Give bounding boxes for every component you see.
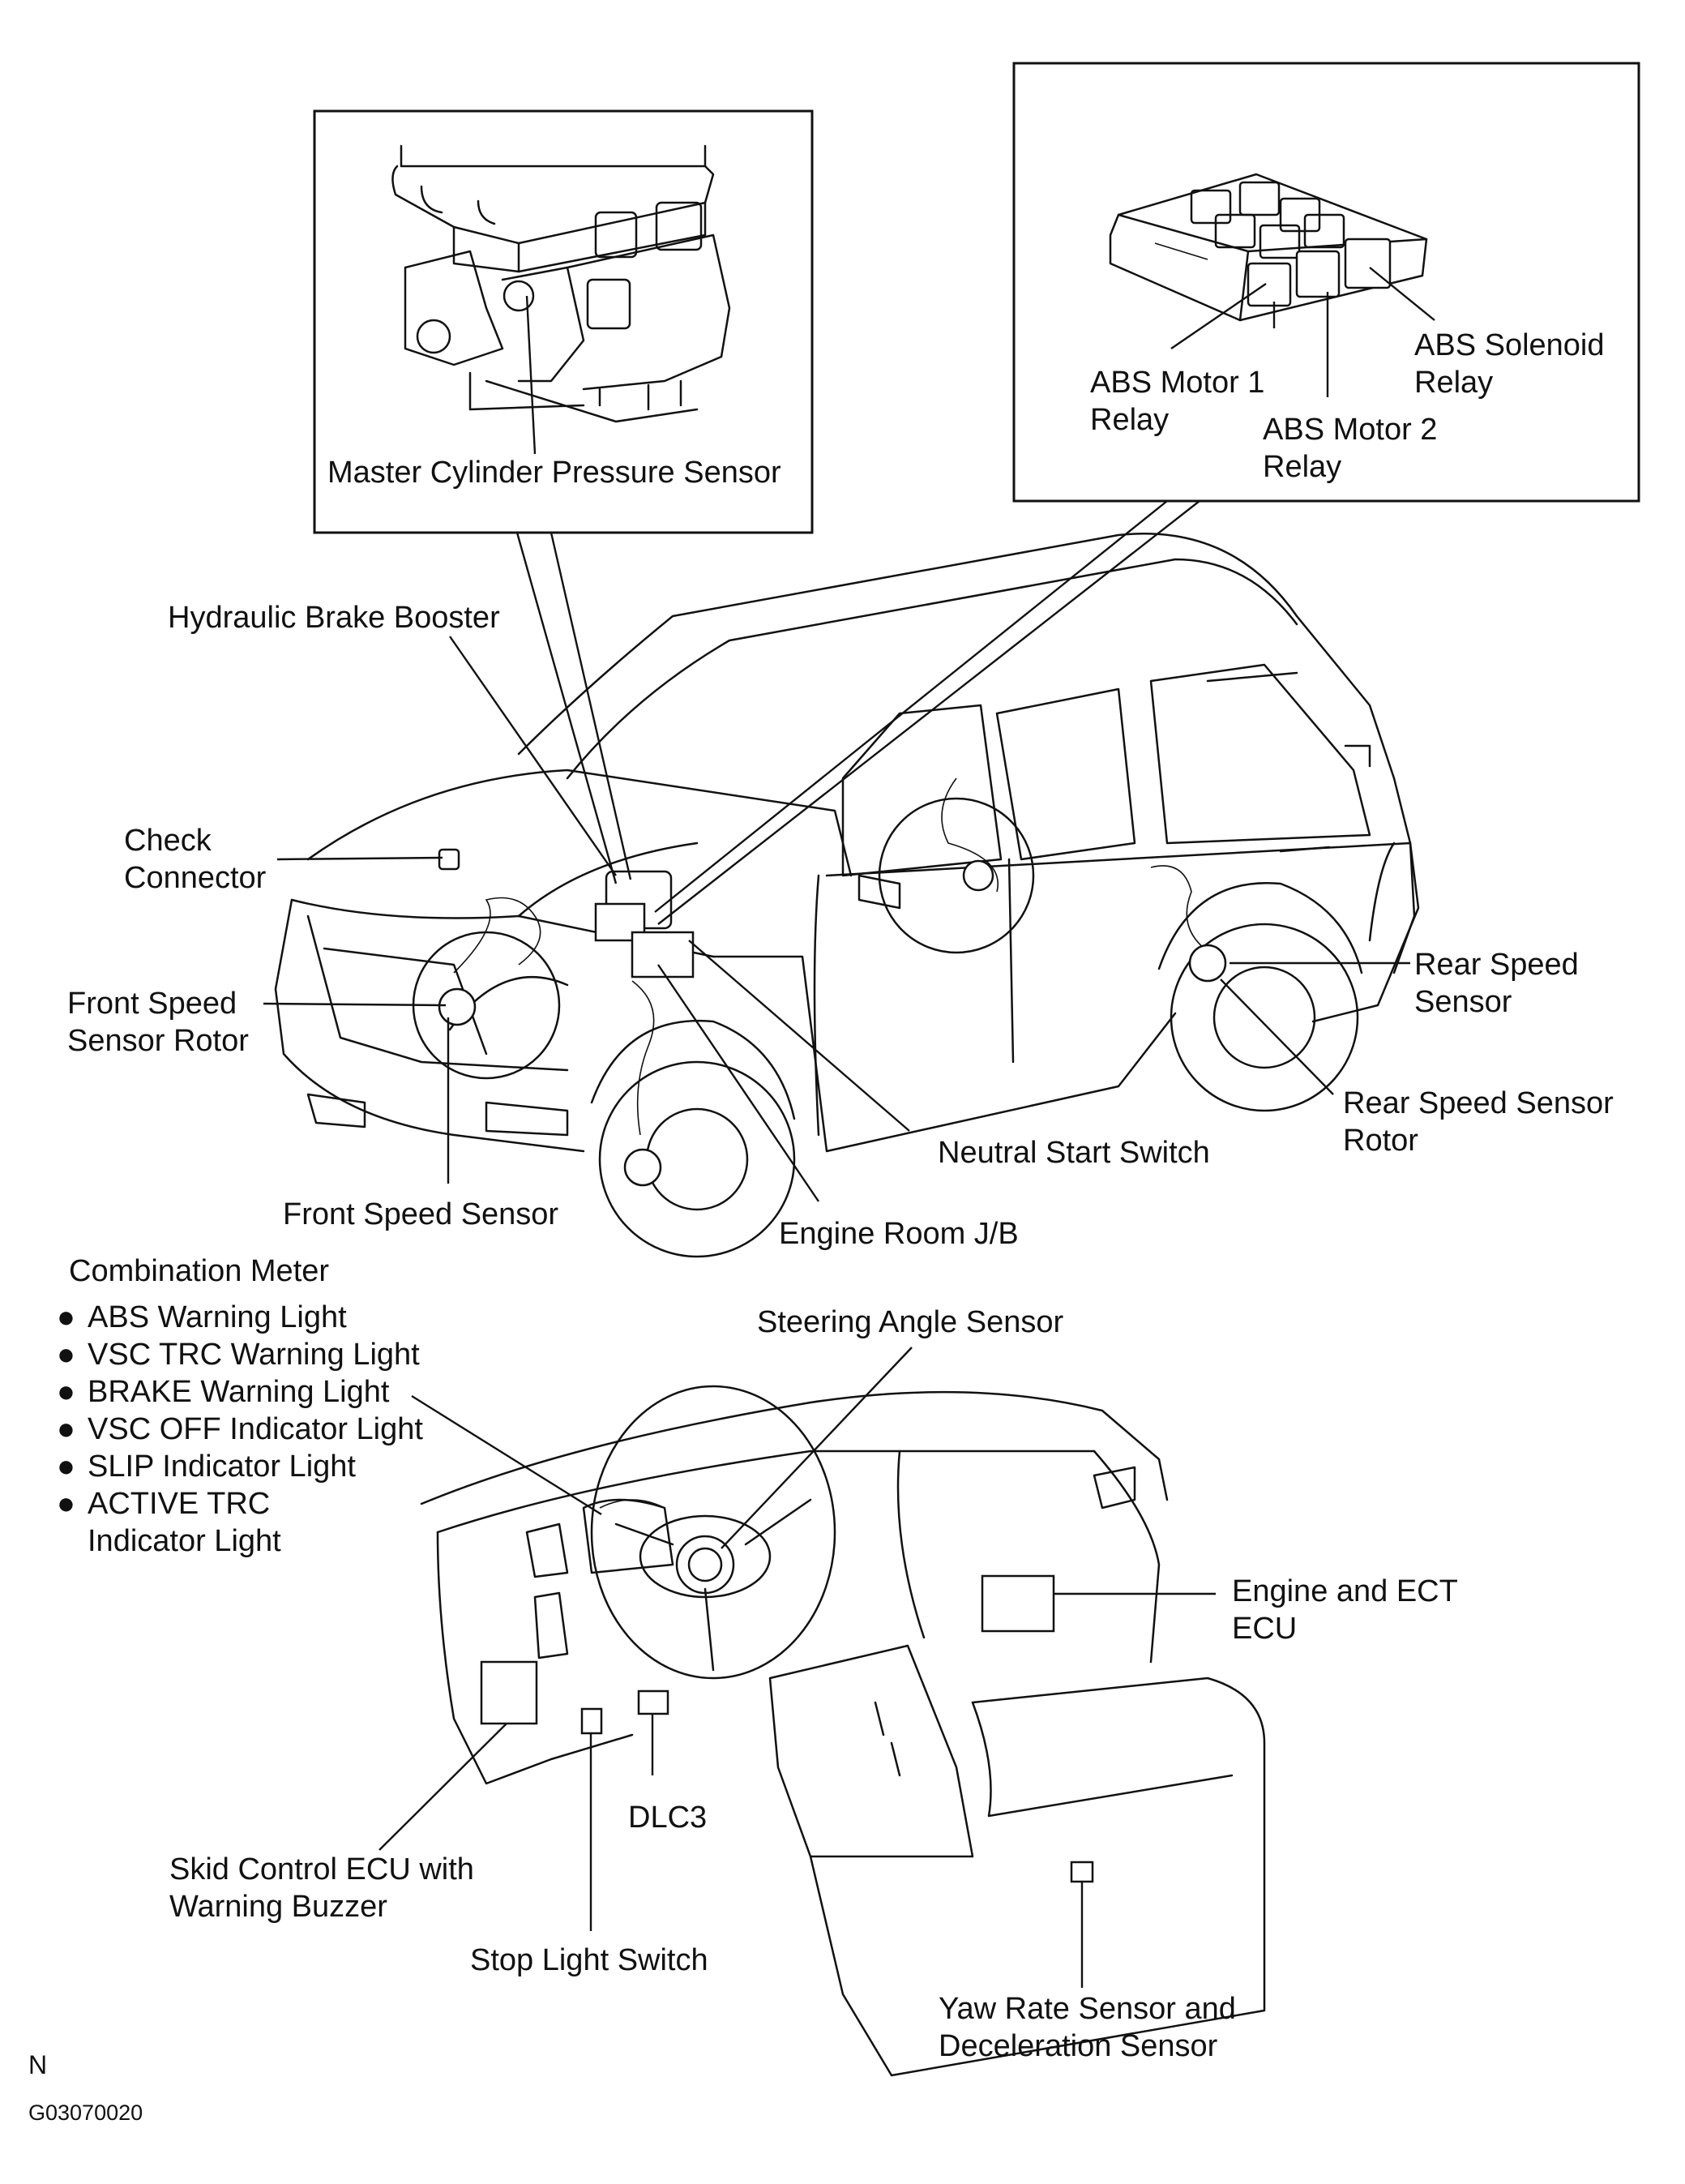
label-stop-light-switch: Stop Light Switch — [470, 1943, 708, 1977]
label-rear-speed-sensor-rotor-line2: Rotor — [1343, 1124, 1418, 1158]
meter-item-vsc-trc-warning: VSC TRC Warning Light — [88, 1338, 420, 1372]
meter-bullet: ● — [57, 1338, 75, 1372]
label-rear-speed-sensor-rotor-line1: Rear Speed Sensor — [1343, 1086, 1614, 1120]
label-rear-speed-sensor-line1: Rear Speed — [1414, 948, 1579, 982]
corner-marker-n: N — [28, 2050, 47, 2079]
label-abs-solenoid-relay-line2: Relay — [1414, 366, 1493, 400]
label-neutral-start-switch: Neutral Start Switch — [938, 1136, 1210, 1170]
meter-item-slip-indicator: SLIP Indicator Light — [88, 1450, 356, 1484]
meter-item-active-trc-cont: Indicator Light — [88, 1524, 281, 1558]
label-front-speed-sensor-rotor-line1: Front Speed — [67, 987, 237, 1021]
label-check-connector-line1: Check — [124, 824, 212, 858]
meter-bullet: ● — [57, 1412, 75, 1446]
label-engine-ect-ecu-line1: Engine and ECT — [1232, 1574, 1458, 1608]
label-rear-speed-sensor-line2: Sensor — [1414, 985, 1512, 1019]
meter-item-brake-warning: BRAKE Warning Light — [88, 1375, 390, 1409]
label-skid-control-ecu-line1: Skid Control ECU with — [169, 1852, 474, 1886]
label-front-speed-sensor-rotor-line2: Sensor Rotor — [67, 1024, 249, 1058]
meter-item-vsc-off-indicator: VSC OFF Indicator Light — [88, 1412, 423, 1446]
meter-bullet: ● — [57, 1450, 75, 1484]
master-cylinder-inset — [313, 109, 814, 534]
label-abs-motor-2-relay-line1: ABS Motor 2 — [1263, 413, 1437, 447]
label-abs-motor-1-relay-line2: Relay — [1090, 403, 1169, 437]
label-combination-meter: Combination Meter — [69, 1254, 329, 1288]
label-engine-room-jb: Engine Room J/B — [779, 1217, 1019, 1251]
vehicle-outline — [274, 533, 1420, 1258]
label-front-speed-sensor: Front Speed Sensor — [283, 1197, 558, 1231]
labels: Master Cylinder Pressure Sensor ABS Moto… — [28, 328, 1614, 2125]
leader-lines — [263, 500, 1410, 1988]
figure-code: G03070020 — [28, 2100, 143, 2125]
label-skid-control-ecu-line2: Warning Buzzer — [169, 1890, 387, 1924]
label-abs-motor-1-relay-line1: ABS Motor 1 — [1090, 366, 1264, 400]
relay-inset — [1012, 62, 1640, 503]
label-steering-angle-sensor: Steering Angle Sensor — [757, 1305, 1063, 1339]
label-yaw-rate-sensor-line1: Yaw Rate Sensor and — [939, 1992, 1236, 2026]
label-master-cylinder-pressure-sensor: Master Cylinder Pressure Sensor — [327, 456, 781, 490]
label-dlc3: DLC3 — [628, 1801, 707, 1835]
label-hydraulic-brake-booster: Hydraulic Brake Booster — [168, 601, 500, 635]
label-engine-ect-ecu-line2: ECU — [1232, 1612, 1297, 1646]
meter-item-active-trc: ACTIVE TRC — [88, 1487, 270, 1521]
label-abs-motor-2-relay-line2: Relay — [1263, 450, 1341, 484]
meter-bullet: ● — [57, 1375, 75, 1409]
meter-item-abs-warning: ABS Warning Light — [88, 1300, 347, 1334]
label-yaw-rate-sensor-line2: Deceleration Sensor — [939, 2029, 1218, 2063]
meter-bullet: ● — [57, 1300, 75, 1334]
meter-bullet: ● — [57, 1487, 75, 1521]
label-check-connector-line2: Connector — [124, 861, 267, 895]
label-abs-solenoid-relay-line1: ABS Solenoid — [1414, 328, 1605, 362]
dashboard-outline — [420, 1385, 1266, 2077]
